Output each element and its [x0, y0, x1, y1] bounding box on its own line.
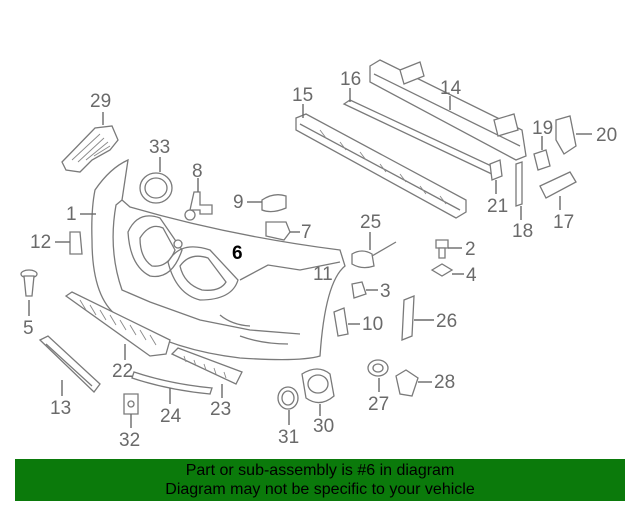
info-banner: Part or sub-assembly is #6 in diagram Di…: [15, 459, 625, 501]
callout-29: 29: [90, 91, 111, 112]
callout-30: 30: [313, 416, 334, 437]
part-9-cover-cap[interactable]: [247, 194, 287, 213]
part-20-bracket[interactable]: [555, 115, 592, 155]
callout-labels: 29 33 8 9 7 6 11 1 12 5 22 13 24 23 32 3…: [23, 69, 617, 451]
callout-15: 15: [292, 85, 313, 106]
part-24-trim-strip[interactable]: [131, 371, 213, 404]
part-29-air-duct[interactable]: [61, 112, 119, 173]
callout-7: 7: [301, 222, 312, 243]
part-26-reflector[interactable]: [401, 295, 434, 341]
part-5-push-clip[interactable]: [20, 269, 38, 316]
callout-27: 27: [368, 394, 389, 415]
part-25-sensor[interactable]: [351, 232, 397, 269]
callout-5: 5: [23, 318, 34, 339]
banner-line-disclaimer: Diagram may not be specific to your vehi…: [165, 481, 475, 498]
part-22-lower-grille[interactable]: [64, 291, 171, 360]
part-13-license-plate-base[interactable]: [38, 335, 101, 396]
callout-17: 17: [553, 212, 574, 233]
callout-25: 25: [360, 212, 381, 233]
part-21-bracket[interactable]: [489, 159, 503, 194]
banner-line-part-number: Part or sub-assembly is #6 in diagram: [185, 462, 455, 479]
callout-3: 3: [380, 281, 391, 302]
callout-10: 10: [362, 314, 383, 335]
part-18-strip[interactable]: [515, 161, 523, 220]
part-32-clip[interactable]: [123, 393, 139, 428]
callout-32: 32: [119, 430, 140, 451]
callout-33: 33: [149, 137, 170, 158]
callout-12: 12: [30, 232, 51, 253]
part-23-trim[interactable]: [170, 347, 243, 398]
callout-24: 24: [160, 406, 182, 427]
part-30-park-sensor[interactable]: [301, 368, 335, 416]
callout-9: 9: [233, 192, 244, 213]
callout-2: 2: [465, 239, 476, 260]
callout-16: 16: [340, 69, 361, 90]
callout-18: 18: [512, 221, 533, 242]
callout-14: 14: [440, 78, 462, 99]
callout-26: 26: [436, 311, 457, 332]
part-12-bracket[interactable]: [55, 231, 83, 255]
callout-28: 28: [434, 372, 455, 393]
callout-19: 19: [532, 118, 553, 139]
callout-20: 20: [596, 125, 617, 146]
part-31-sensor-ring[interactable]: [277, 386, 299, 425]
part-2-bolt[interactable]: [435, 239, 462, 259]
part-28-bracket[interactable]: [395, 369, 432, 397]
callout-22: 22: [112, 361, 133, 382]
callout-1: 1: [66, 204, 77, 225]
callout-11: 11: [313, 264, 333, 285]
part-19-bracket[interactable]: [533, 136, 551, 171]
part-3-clip[interactable]: [351, 281, 378, 299]
part-27-sensor-holder[interactable]: [367, 359, 389, 392]
part-15-impact-absorber[interactable]: [295, 104, 467, 219]
callout-13: 13: [50, 398, 71, 419]
callout-8: 8: [192, 161, 203, 182]
part-33-emblem[interactable]: [139, 157, 173, 204]
part-14-bumper-carrier[interactable]: [369, 59, 527, 161]
part-1-bumper-cover[interactable]: [80, 158, 346, 361]
callout-21: 21: [487, 196, 508, 217]
callout-6: 6: [232, 243, 243, 264]
part-7-bracket[interactable]: [265, 221, 300, 241]
callout-31: 31: [278, 427, 299, 448]
part-17-cover[interactable]: [539, 171, 577, 210]
callout-23: 23: [210, 399, 231, 420]
callout-4: 4: [466, 265, 477, 286]
part-10-bracket[interactable]: [333, 307, 360, 337]
part-4-nut[interactable]: [430, 263, 464, 277]
part-8-clip[interactable]: [184, 178, 213, 221]
